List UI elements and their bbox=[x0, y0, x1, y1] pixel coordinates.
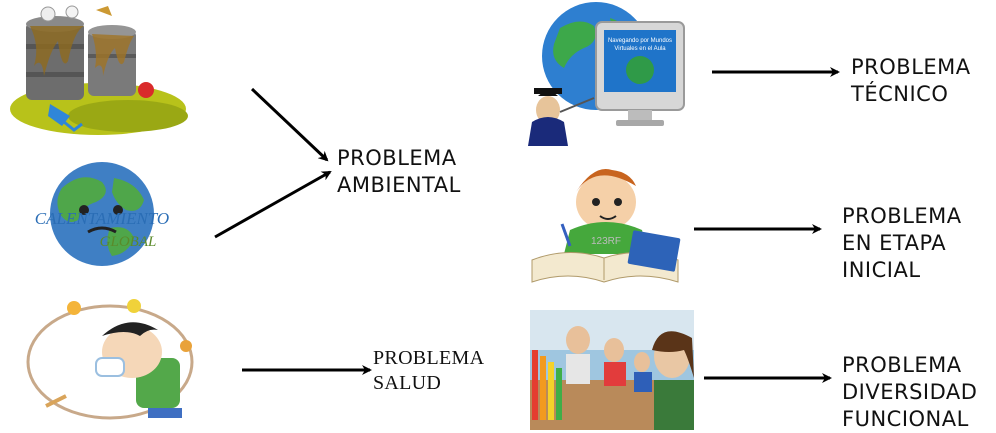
arrow-warming-to-ambiental bbox=[214, 170, 332, 239]
sick-boy-icon bbox=[16, 296, 206, 422]
label-etapa-inicial: PROBLEMA EN ETAPA INICIAL bbox=[842, 203, 962, 284]
student-writing-image: 123RF bbox=[526, 164, 686, 292]
svg-text:Virtuales en el Aula: Virtuales en el Aula bbox=[614, 46, 666, 52]
computer-globe-graduate-icon: Navegando por Mundos Virtuales en el Aul… bbox=[520, 0, 692, 150]
warming-text-line1: CALENTAMIENTO bbox=[35, 209, 169, 228]
toxic-barrels-icon bbox=[8, 4, 194, 142]
watermark-text: 123RF bbox=[591, 236, 621, 247]
student-writing-icon: 123RF bbox=[526, 164, 686, 292]
label-salud-line1: PROBLEMA bbox=[373, 347, 485, 369]
label-salud: PROBLEMA SALUD bbox=[373, 346, 484, 396]
label-etapa-line3: INICIAL bbox=[842, 258, 921, 282]
sick-child-image bbox=[16, 296, 206, 422]
label-tecnico: PROBLEMA TÉCNICO bbox=[851, 54, 971, 108]
computer-globe-image: Navegando por Mundos Virtuales en el Aul… bbox=[520, 0, 692, 150]
label-ambiental-line2: AMBIENTAL bbox=[337, 173, 461, 197]
label-tecnico-line1: PROBLEMA bbox=[851, 55, 971, 79]
arrow-pollution-to-ambiental bbox=[250, 87, 329, 162]
label-salud-line2: SALUD bbox=[373, 372, 442, 394]
label-etapa-line2: EN ETAPA bbox=[842, 231, 947, 255]
label-tecnico-line2: TÉCNICO bbox=[851, 82, 949, 106]
label-ambiental-line1: PROBLEMA bbox=[337, 146, 457, 170]
pollution-image bbox=[8, 4, 194, 142]
classroom-photo-icon bbox=[530, 310, 694, 430]
classroom-image bbox=[530, 310, 694, 430]
label-diversidad: PROBLEMA DIVERSIDAD FUNCIONAL bbox=[842, 352, 977, 433]
label-ambiental: PROBLEMA AMBIENTAL bbox=[337, 145, 461, 199]
global-warming-image: CALENTAMIENTO GLOBAL bbox=[10, 158, 196, 274]
label-etapa-line1: PROBLEMA bbox=[842, 204, 962, 228]
label-diversidad-line3: FUNCIONAL bbox=[842, 407, 969, 431]
svg-text:Navegando por Mundos: Navegando por Mundos bbox=[608, 38, 672, 44]
label-diversidad-line1: PROBLEMA bbox=[842, 353, 962, 377]
label-diversidad-line2: DIVERSIDAD bbox=[842, 380, 978, 404]
global-warming-earth-icon: CALENTAMIENTO GLOBAL bbox=[10, 158, 196, 274]
warming-text-line2: GLOBAL bbox=[100, 234, 157, 250]
